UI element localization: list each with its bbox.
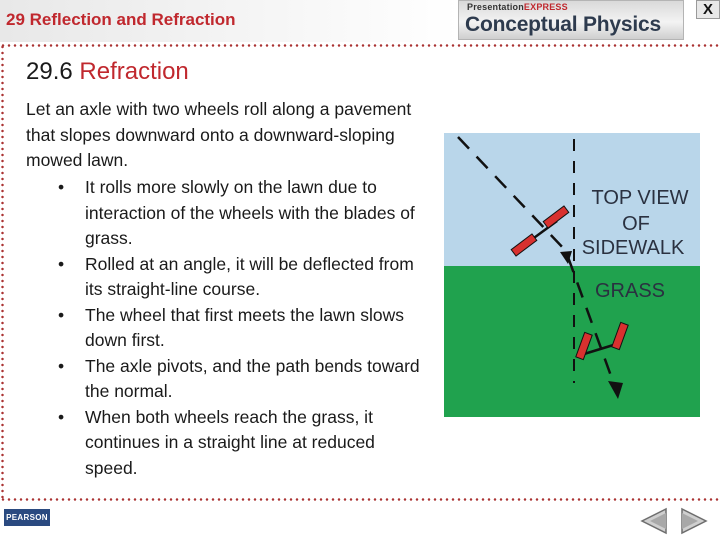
section-name: Refraction xyxy=(79,58,189,85)
bullet-marker: • xyxy=(58,253,65,274)
bullet-marker: • xyxy=(58,406,65,427)
list-item: • Rolled at an angle, it will be deflecte… xyxy=(58,252,426,303)
bullet-marker: • xyxy=(58,304,65,325)
brand-logo: PresentationEXPRESS Conceptual Physics xyxy=(458,0,684,40)
brand-tagline-b: EXPRESS xyxy=(523,2,568,12)
label-grass: GRASS xyxy=(595,280,665,302)
bullet-marker: • xyxy=(58,177,65,197)
list-item: • When both wheels reach the grass, it co… xyxy=(58,405,426,482)
list-item: • The axle pivots, and the path bends tow… xyxy=(58,354,426,405)
grass-area xyxy=(444,266,700,417)
close-button[interactable]: X xyxy=(696,0,720,19)
slide-header: 29 Reflection and Refraction Presentatio… xyxy=(0,0,720,44)
list-item: • The wheel that first meets the lawn slo… xyxy=(58,303,426,354)
header-gradient xyxy=(0,0,460,42)
refracted-path xyxy=(566,256,617,388)
boundary-arrow-icon xyxy=(560,251,572,264)
bullet-list: • It rolls more slowly on the lawn due to… xyxy=(58,175,426,481)
dotted-divider-left xyxy=(1,44,4,500)
brand-title: Conceptual Physics xyxy=(465,13,661,36)
bullet-text: The wheel that first meets the lawn slow… xyxy=(85,304,405,351)
refraction-illustration: TOP VIEW OF SIDEWALK GRASS xyxy=(444,133,700,417)
brand-tagline-a: Presentation xyxy=(467,2,524,12)
next-slide-button[interactable] xyxy=(678,507,710,535)
direction-arrow-icon xyxy=(608,381,623,399)
axle-sidewalk xyxy=(510,205,570,257)
bullet-text: When both wheels reach the grass, it con… xyxy=(85,406,375,478)
axle-grass xyxy=(575,321,629,361)
prev-slide-button[interactable] xyxy=(638,507,670,535)
chapter-title: 29 Reflection and Refraction xyxy=(6,10,236,29)
bullet-text: The axle pivots, and the path bends towa… xyxy=(85,355,420,402)
dotted-divider-bottom xyxy=(0,498,720,501)
bullet-marker: • xyxy=(58,355,65,376)
list-item: • It rolls more slowly on the lawn due to… xyxy=(58,175,426,252)
bullet-text: Rolled at an angle, it will be deflected… xyxy=(85,253,414,300)
section-number: 29.6 xyxy=(26,58,73,85)
intro-paragraph: Let an axle with two wheels roll along a… xyxy=(26,99,412,170)
pearson-logo: PEARSON xyxy=(4,509,50,526)
label-sidewalk: SIDEWALK xyxy=(582,237,685,259)
brand-tagline: PresentationEXPRESS xyxy=(467,2,568,12)
label-top-view: TOP VIEW xyxy=(591,187,688,209)
sidewalk-area xyxy=(444,133,700,266)
label-of: OF xyxy=(622,213,650,235)
dotted-divider-top xyxy=(0,44,720,47)
bullet-text: It rolls more slowly on the lawn due to … xyxy=(85,177,415,248)
section-title: 29.6 Refraction xyxy=(26,58,189,86)
